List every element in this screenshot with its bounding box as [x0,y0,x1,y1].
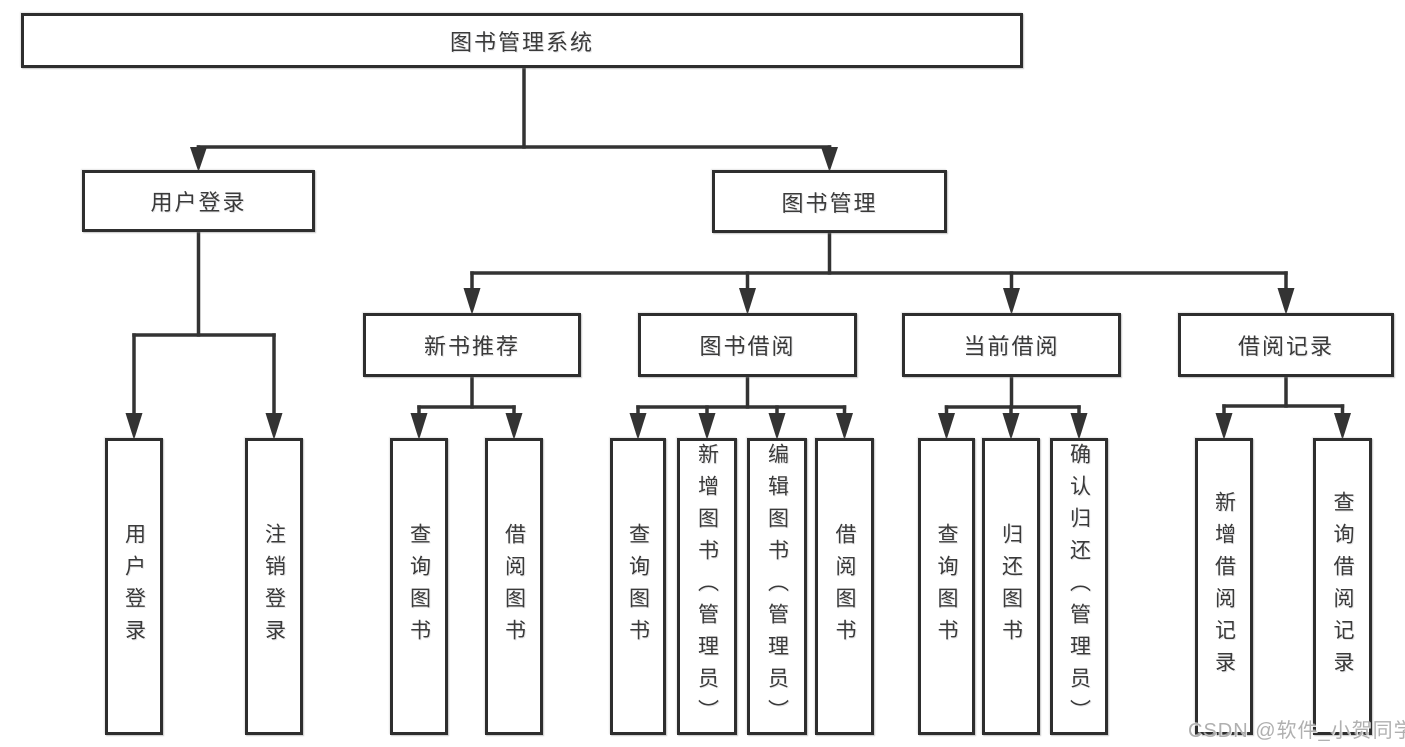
arrowhead-icon [410,413,428,440]
node-label-new-book-recommend: 新书推荐 [423,334,520,359]
node-label-root: 图书管理系统 [449,29,594,55]
arrowhead-icon [698,413,716,440]
node-root: 图书管理系统 [21,13,1023,68]
arrowhead-icon [938,413,955,440]
arrowhead-icon [836,413,853,440]
node-label-current-borrowing: 当前借阅 [963,334,1060,359]
node-label-user-login-group: 用户登录 [150,190,247,215]
arrowhead-icon [1070,413,1088,440]
node-query-books-borrowing: 查询图书 [610,438,666,735]
node-logout: 注销登录 [245,438,303,735]
node-edit-books-admin: 编辑图书（管理员） [747,438,807,735]
node-borrow-books: 借阅图书 [815,438,874,735]
node-label-edit-books-admin: 编辑图书（管理员） [765,442,789,731]
node-query-books-current: 查询图书 [918,438,975,735]
arrowhead-icon [821,147,838,172]
node-current-borrowing: 当前借阅 [902,313,1121,377]
node-user-login: 用户登录 [105,438,163,735]
node-label-borrow-books: 借阅图书 [833,522,856,651]
node-user-login-group: 用户登录 [82,170,315,232]
node-label-query-books-recommend: 查询图书 [407,522,431,651]
node-label-borrow-books-recommend: 借阅图书 [502,522,526,651]
node-label-user-login: 用户登录 [122,522,146,651]
arrowhead-icon [265,413,283,440]
arrowhead-icon [739,288,756,315]
node-new-book-recommend: 新书推荐 [363,313,581,377]
arrowhead-icon [1334,413,1351,440]
node-confirm-return-admin: 确认归还（管理员） [1050,438,1108,735]
arrowhead-icon [463,288,481,315]
node-add-borrow-record: 新增借阅记录 [1195,438,1253,735]
node-label-query-books-current: 查询图书 [935,522,958,651]
node-label-query-borrow-record: 查询借阅记录 [1331,490,1354,683]
node-book-management: 图书管理 [712,170,947,233]
node-label-add-borrow-record: 新增借阅记录 [1212,490,1236,683]
node-label-logout: 注销登录 [262,522,286,651]
watermark: CSDN @软件_小贺同学 [1188,720,1405,742]
arrowhead-icon [768,413,786,440]
arrowhead-icon [125,413,143,440]
arrowhead-icon [629,413,647,440]
node-book-borrowing: 图书借阅 [638,313,857,377]
node-label-book-management: 图书管理 [781,190,878,216]
node-label-return-books: 归还图书 [999,522,1023,651]
node-label-confirm-return-admin: 确认归还（管理员） [1067,442,1091,731]
arrowhead-icon [190,147,207,172]
node-label-borrowing-records: 借阅记录 [1237,334,1334,359]
node-label-add-books-admin: 新增图书（管理员） [695,442,719,731]
node-query-borrow-record: 查询借阅记录 [1313,438,1372,735]
arrowhead-icon [1277,288,1295,315]
node-query-books-recommend: 查询图书 [390,438,448,735]
arrowhead-icon [1215,413,1233,440]
node-borrowing-records: 借阅记录 [1178,313,1394,377]
node-label-book-borrowing: 图书借阅 [699,334,796,359]
arrowhead-icon [1003,288,1020,315]
arrowhead-icon [1002,413,1020,440]
node-label-query-books-borrowing: 查询图书 [626,522,650,651]
node-return-books: 归还图书 [982,438,1040,735]
arrowhead-icon [505,413,523,440]
node-borrow-books-recommend: 借阅图书 [485,438,543,735]
node-add-books-admin: 新增图书（管理员） [677,438,737,735]
